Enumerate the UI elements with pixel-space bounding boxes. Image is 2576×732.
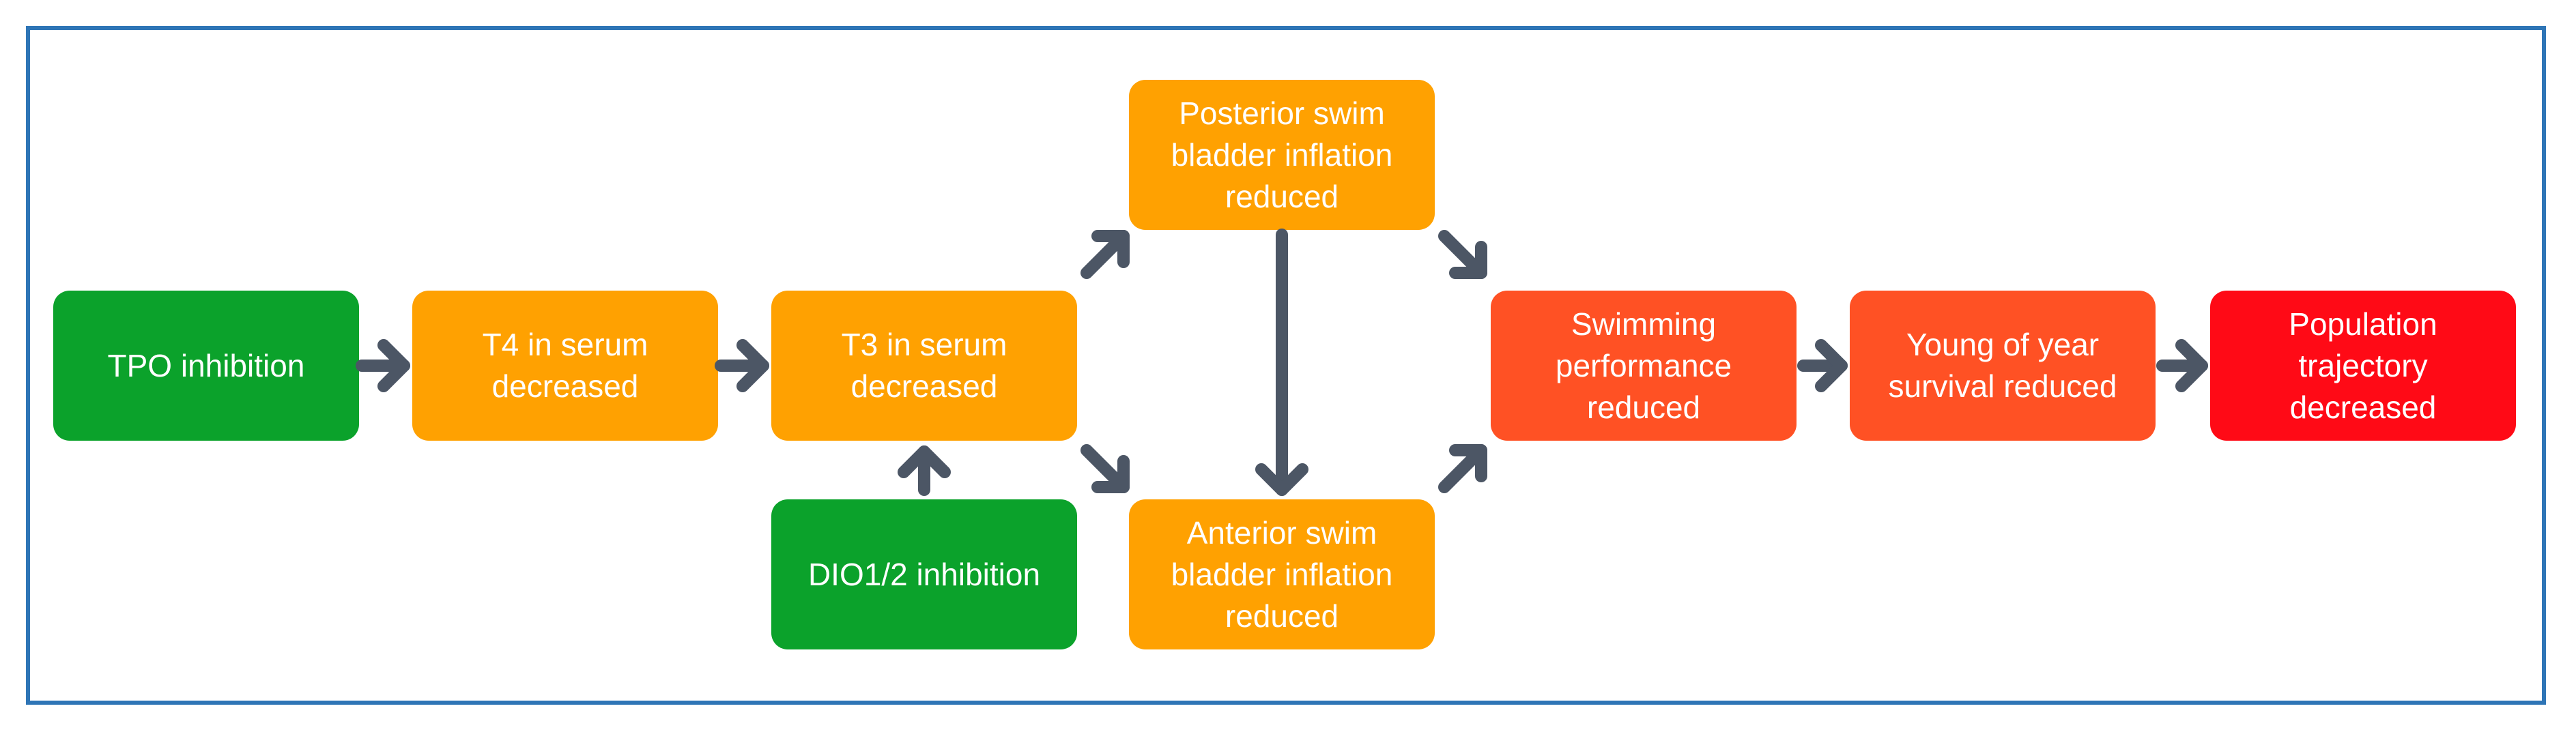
swimming-performance-label: Swimming performance reduced: [1555, 306, 1732, 425]
tpo-inhibition-node: TPO inhibition: [53, 291, 359, 441]
dio-inhibition-node: DIO1/2 inhibition: [771, 499, 1077, 649]
anterior-swim-bladder-node: Anterior swim bladder inflation reduced: [1129, 499, 1435, 649]
posterior-swim-bladder-label: Posterior swim bladder inflation reduced: [1171, 95, 1393, 214]
population-trajectory-node: Population trajectory decreased: [2210, 291, 2516, 441]
dio-inhibition-label: DIO1/2 inhibition: [807, 556, 1041, 592]
posterior-swim-bladder-node: Posterior swim bladder inflation reduced: [1129, 80, 1435, 230]
young-of-year-survival-node: Young of year survival reduced: [1850, 291, 2156, 441]
population-trajectory-label: Population trajectory decreased: [2289, 306, 2437, 425]
t4-serum-decreased-label: T4 in serum decreased: [482, 327, 648, 404]
t3-serum-decreased-label: T3 in serum decreased: [841, 327, 1007, 404]
t4-serum-decreased-node: T4 in serum decreased: [412, 291, 718, 441]
tpo-inhibition-label: TPO inhibition: [107, 347, 305, 383]
t3-serum-decreased-node: T3 in serum decreased: [771, 291, 1077, 441]
swimming-performance-node: Swimming performance reduced: [1491, 291, 1797, 441]
young-of-year-survival-label: Young of year survival reduced: [1888, 327, 2117, 404]
anterior-swim-bladder-label: Anterior swim bladder inflation reduced: [1171, 514, 1393, 634]
